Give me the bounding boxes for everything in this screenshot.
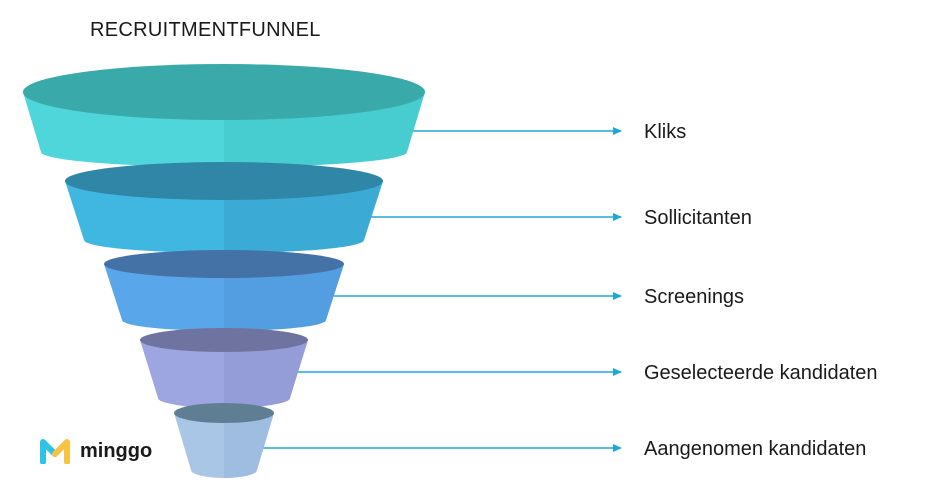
funnel-stage-top [174,403,274,423]
stage-label-5: Aangenomen kandidaten [644,438,866,460]
funnel-stage-top [104,250,344,278]
minggo-logo: minggo [40,438,152,464]
funnel-stage-top [140,328,308,352]
funnel-stage-shade [224,413,274,478]
logo-text: minggo [80,439,153,462]
funnel-stage-2 [65,162,383,253]
stage-label-3: Screenings [644,286,744,308]
stage-label-4: Geselecteerde kandidaten [644,362,878,384]
funnel-stage-1 [23,64,425,167]
minggo-logo-icon [40,439,70,464]
funnel-stage-5 [174,403,274,478]
funnel-stage-3 [104,250,344,331]
funnel-stage-top [23,64,425,120]
page-title: RECRUITMENTFUNNEL [90,19,321,41]
funnel-stage-shade [224,92,425,167]
funnel-stage-4 [140,328,308,408]
funnel-stage-shade [224,340,308,408]
funnel-stage-top [65,162,383,200]
funnel-stage-shade [224,264,344,331]
stage-label-1: Kliks [644,121,686,143]
stage-label-2: Sollicitanten [644,207,752,229]
